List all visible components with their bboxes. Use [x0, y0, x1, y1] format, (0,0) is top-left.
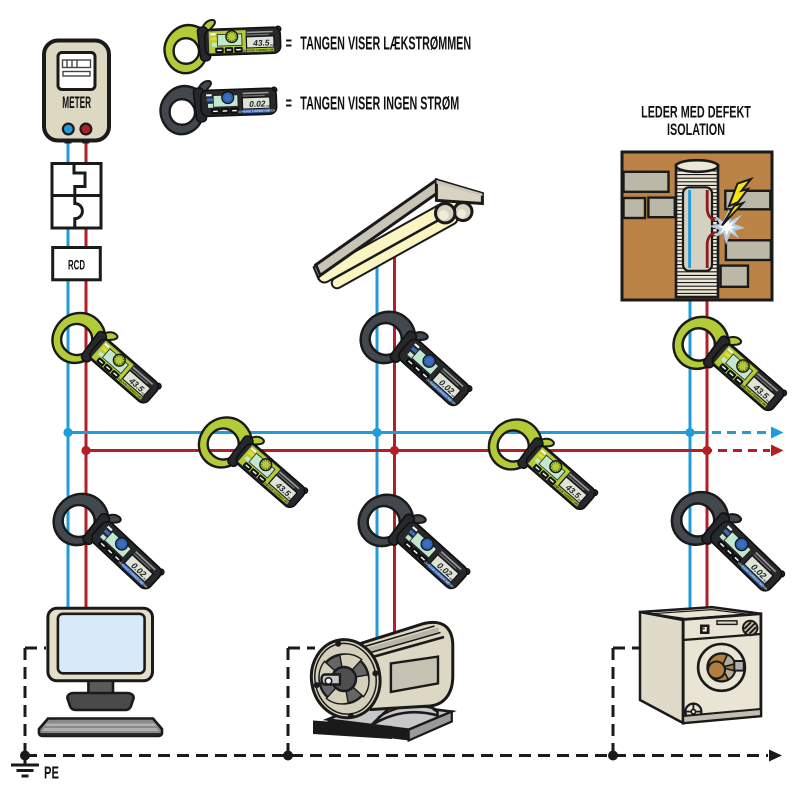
svg-text:METER: METER — [62, 93, 91, 112]
svg-text:ISOLATION: ISOLATION — [667, 120, 725, 139]
svg-text:TANGEN VISER LÆKSTRØMMEN: TANGEN VISER LÆKSTRØMMEN — [300, 35, 471, 54]
svg-text:RCD: RCD — [68, 258, 85, 273]
svg-text:=: = — [286, 35, 293, 54]
svg-text:PE: PE — [44, 764, 59, 783]
svg-text:LEDER MED DEFEKT: LEDER MED DEFEKT — [641, 102, 751, 121]
svg-text:=: = — [286, 95, 293, 114]
svg-text:TANGEN VISER INGEN STRØM: TANGEN VISER INGEN STRØM — [300, 95, 459, 114]
